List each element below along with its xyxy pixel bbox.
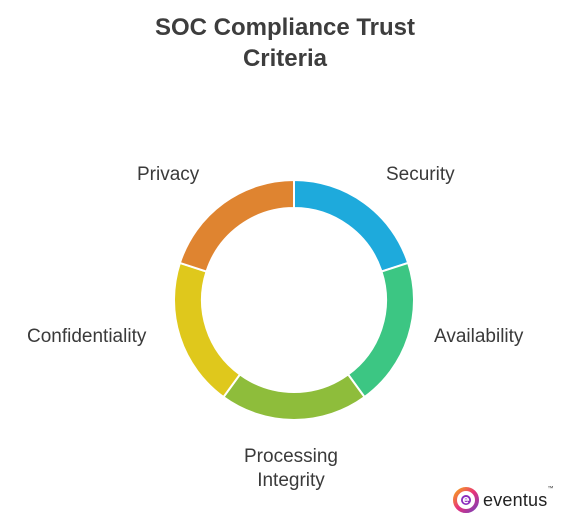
diagram-title: SOC Compliance Trust Criteria <box>0 12 570 74</box>
ring-segment-privacy <box>178 178 295 273</box>
ring-segment-security <box>293 178 410 273</box>
diagram-title-line-1: SOC Compliance Trust <box>154 14 416 41</box>
segment-label-processing-integrity: Processing Integrity <box>231 445 351 493</box>
segment-label-processing-integrity-line-1: Processing <box>244 446 338 467</box>
segment-label-confidentiality: Confidentiality <box>27 326 147 347</box>
ring-segment-availability <box>346 261 415 399</box>
eventus-logo-text: eventus <box>483 489 548 510</box>
eventus-logo-icon <box>453 487 479 513</box>
eventus-logo: eventus™ <box>452 483 554 517</box>
ring-segment-processing-integrity <box>222 373 366 421</box>
eventus-logo-tm: ™ <box>547 485 554 492</box>
segment-label-processing-integrity-line-2: Integrity <box>257 470 325 491</box>
segment-label-security: Security <box>386 164 455 185</box>
segment-label-privacy: Privacy <box>137 164 200 185</box>
segment-label-availability: Availability <box>434 326 524 347</box>
ring-segment-confidentiality <box>173 261 242 399</box>
diagram-title-line-2: Criteria <box>242 45 328 72</box>
eventus-logo-wordmark: eventus™ <box>483 486 554 511</box>
